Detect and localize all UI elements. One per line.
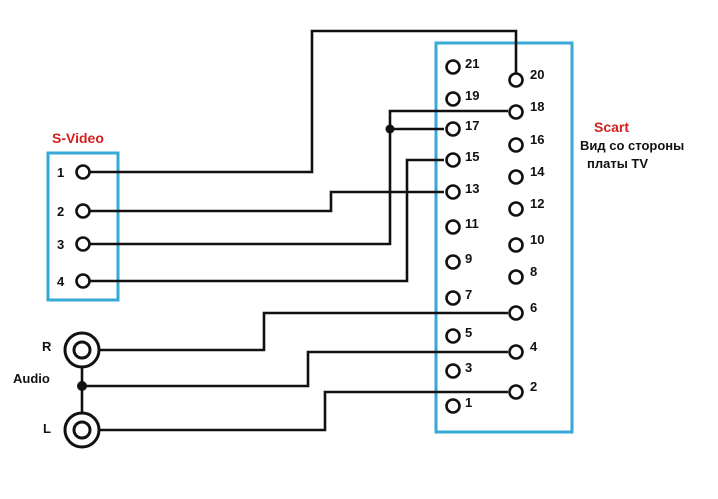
scart-pin-label-17: 17 xyxy=(465,118,479,133)
svideo-pin-1 xyxy=(75,164,91,180)
audio-label: Audio xyxy=(13,371,50,386)
wire-svideo3-scart18 xyxy=(388,109,508,129)
audio-jack-l xyxy=(63,411,101,449)
scart-pin-5 xyxy=(445,328,461,344)
scart-pin-label-1: 1 xyxy=(465,395,472,410)
svideo-pin-2 xyxy=(75,203,91,219)
scart-pin-label-14: 14 xyxy=(530,164,545,179)
scart-pin-label-7: 7 xyxy=(465,287,472,302)
scart-pin-10 xyxy=(508,237,524,253)
scart-pin-label-16: 16 xyxy=(530,132,544,147)
scart-pin-17 xyxy=(445,121,461,137)
audio-jack-r xyxy=(63,331,101,369)
scart-pin-14 xyxy=(508,169,524,185)
wire-svideo2-scart13 xyxy=(90,190,444,213)
scart-pin-label-10: 10 xyxy=(530,232,544,247)
scart-title: Scart xyxy=(594,119,629,135)
wire-svideo3-scart17 xyxy=(90,127,444,246)
svideo-pins: 1 2 3 4 xyxy=(57,164,91,289)
scart-pin-label-19: 19 xyxy=(465,88,479,103)
svideo-pin-label-1: 1 xyxy=(57,165,64,180)
wire-audio-l-scart2 xyxy=(85,390,508,432)
wire-audio-gnd-scart4 xyxy=(82,350,508,388)
scart-pin-label-2: 2 xyxy=(530,379,537,394)
scart-pin-3 xyxy=(445,363,461,379)
scart-pin-label-8: 8 xyxy=(530,264,537,279)
scart-pin-label-20: 20 xyxy=(530,67,544,82)
scart-pin-label-21: 21 xyxy=(465,56,479,71)
svideo-connector-frame xyxy=(46,151,120,302)
scart-pin-1 xyxy=(445,398,461,414)
scart-caption-line2: платы TV xyxy=(587,156,648,171)
scart-pin-label-4: 4 xyxy=(530,339,538,354)
scart-pin-2 xyxy=(508,384,524,400)
scart-pin-18 xyxy=(508,104,524,120)
wire-svideo4-scart15 xyxy=(90,158,444,283)
svideo-pin-label-2: 2 xyxy=(57,204,64,219)
scart-pin-label-13: 13 xyxy=(465,181,479,196)
audio-label-l: L xyxy=(43,421,51,436)
scart-pin-21 xyxy=(445,59,461,75)
scart-pin-label-11: 11 xyxy=(465,216,479,231)
junction-dot-17-18 xyxy=(385,124,395,134)
scart-connector-frame xyxy=(434,41,574,434)
scart-pin-label-5: 5 xyxy=(465,325,472,340)
scart-pin-13 xyxy=(445,184,461,200)
scart-pin-12 xyxy=(508,201,524,217)
scart-pin-8 xyxy=(508,269,524,285)
audio-label-r: R xyxy=(42,339,52,354)
scart-pin-4 xyxy=(508,344,524,360)
scart-pin-label-15: 15 xyxy=(465,149,479,164)
scart-caption-line1: Вид со стороны xyxy=(580,138,684,153)
scart-pin-label-3: 3 xyxy=(465,360,472,375)
scart-pin-6 xyxy=(508,305,524,321)
scart-pin-label-9: 9 xyxy=(465,251,472,266)
svideo-pin-3 xyxy=(75,236,91,252)
svideo-title: S-Video xyxy=(52,130,104,146)
scart-pin-15 xyxy=(445,152,461,168)
wire-svideo1-scart20 xyxy=(90,29,518,174)
scart-pin-label-18: 18 xyxy=(530,99,544,114)
svideo-pin-4 xyxy=(75,273,91,289)
scart-pin-9 xyxy=(445,254,461,270)
scart-pin-16 xyxy=(508,137,524,153)
scart-pin-label-12: 12 xyxy=(530,196,544,211)
scart-pin-7 xyxy=(445,290,461,306)
wire-audio-r-scart6 xyxy=(85,311,508,352)
svideo-pin-label-3: 3 xyxy=(57,237,64,252)
scart-pin-label-6: 6 xyxy=(530,300,537,315)
scart-pin-20 xyxy=(508,72,524,88)
scart-pin-11 xyxy=(445,219,461,235)
scart-pin-19 xyxy=(445,91,461,107)
svideo-pin-label-4: 4 xyxy=(57,274,65,289)
junction-dot-audio-ground xyxy=(77,381,87,391)
